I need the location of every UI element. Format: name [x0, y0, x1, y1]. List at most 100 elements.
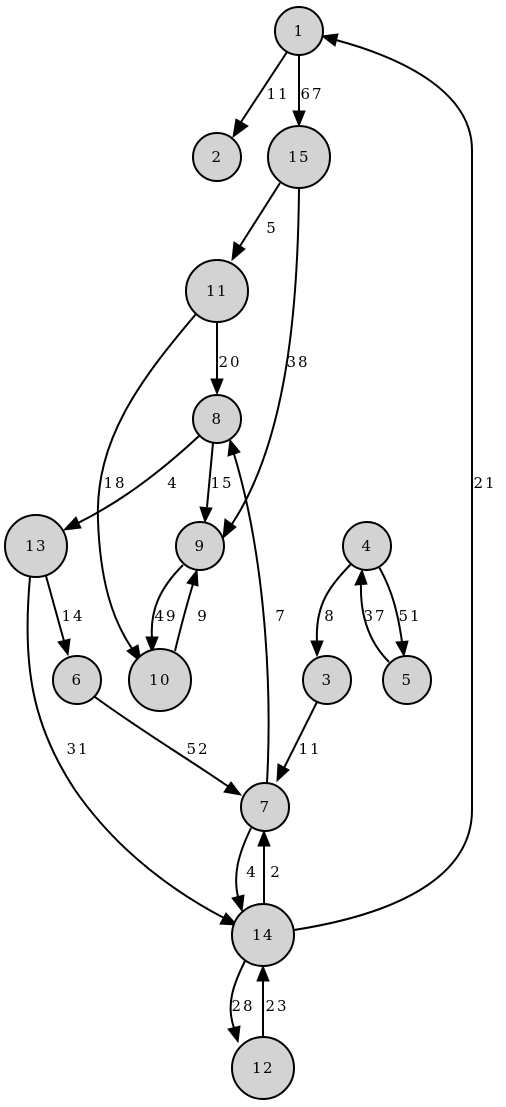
- node-label: 6: [71, 671, 82, 689]
- node-label: 15: [288, 148, 310, 166]
- node-circle: [342, 521, 392, 571]
- edge-15-to-9: [222, 187, 300, 540]
- edge-6-to-7: [94, 696, 243, 796]
- node-5: 5: [382, 655, 432, 705]
- edge-line: [206, 442, 214, 508]
- node-label: 12: [252, 1059, 274, 1077]
- edge-line: [96, 313, 197, 651]
- edge-weight-label: 51: [398, 607, 421, 625]
- arrowhead-icon: [292, 110, 306, 128]
- edge-4-to-3: [310, 563, 352, 658]
- node-14: 14: [231, 903, 295, 967]
- arrowhead-icon: [256, 964, 270, 982]
- edge-13-to-14: [26, 576, 239, 926]
- edge-7-to-8: [227, 438, 270, 784]
- node-4: 4: [342, 521, 392, 571]
- edge-line: [231, 187, 300, 525]
- edge-weight-label: 14: [61, 607, 84, 625]
- node-label: 3: [321, 671, 332, 689]
- edge-weight-label: 4: [167, 474, 179, 492]
- arrowhead-icon: [223, 781, 243, 796]
- edge-weight-label: 9: [197, 607, 209, 625]
- arrowhead-icon: [57, 638, 71, 657]
- edge-line: [239, 182, 281, 247]
- edge-line: [315, 563, 352, 643]
- node-label: 9: [194, 537, 205, 555]
- node-label: 7: [259, 798, 270, 816]
- arrowhead-icon: [222, 518, 237, 540]
- arrowhead-icon: [227, 1025, 241, 1044]
- node-circle: [231, 903, 295, 967]
- edge-13-to-6: [45, 575, 71, 657]
- edge-weight-label: 28: [231, 997, 254, 1015]
- edge-weight-label: 37: [363, 607, 386, 625]
- edge-weight-label: 15: [210, 474, 233, 492]
- edge-14-to-7: [257, 829, 271, 904]
- edge-1-to-15: [292, 55, 306, 128]
- edge-weight-label: 31: [66, 740, 89, 758]
- edge-line: [378, 566, 403, 643]
- node-label: 14: [252, 926, 274, 944]
- arrowhead-icon: [232, 118, 249, 139]
- edge-weight-label: 49: [154, 607, 177, 625]
- edge-line: [293, 39, 473, 931]
- node-6: 6: [52, 655, 102, 705]
- arrowhead-icon: [231, 894, 245, 913]
- node-circle: [185, 259, 249, 323]
- node-12: 12: [231, 1036, 295, 1100]
- node-3: 3: [302, 655, 352, 705]
- node-label: 11: [206, 282, 228, 300]
- edge-4-to-5: [378, 566, 409, 658]
- node-circle: [192, 132, 242, 182]
- node-circle: [52, 655, 102, 705]
- edge-1-to-2: [232, 51, 288, 139]
- node-15: 15: [267, 125, 331, 189]
- node-10: 10: [128, 648, 192, 712]
- edges-layer: [26, 33, 473, 1044]
- node-11: 11: [185, 259, 249, 323]
- node-circle: [274, 6, 324, 56]
- edge-weight-label: 18: [103, 474, 126, 492]
- node-circle: [382, 655, 432, 705]
- arrowhead-icon: [395, 640, 409, 658]
- node-label: 13: [25, 537, 47, 555]
- node-circle: [192, 394, 242, 444]
- node-circle: [128, 648, 192, 712]
- arrowhead-icon: [354, 568, 368, 586]
- node-label: 2: [211, 148, 222, 166]
- edge-11-to-8: [210, 322, 224, 396]
- node-label: 4: [361, 537, 372, 555]
- edge-line: [233, 453, 270, 784]
- node-circle: [4, 514, 68, 578]
- edge-14-to-12: [227, 960, 246, 1044]
- arrowhead-icon: [219, 912, 239, 926]
- node-label: 5: [401, 671, 412, 689]
- arrowhead-icon: [210, 378, 224, 396]
- edge-9-to-10: [145, 564, 184, 654]
- edge-14-to-1: [293, 33, 473, 931]
- arrowhead-icon: [310, 640, 324, 658]
- node-circle: [240, 782, 290, 832]
- node-label: 8: [211, 410, 222, 428]
- node-circle: [267, 125, 331, 189]
- edge-line: [77, 435, 200, 524]
- arrowhead-icon: [227, 438, 241, 457]
- edge-5-to-4: [354, 568, 390, 663]
- node-label: 10: [149, 671, 171, 689]
- edge-7-to-14: [231, 827, 252, 913]
- arrowhead-icon: [276, 763, 290, 783]
- node-label: 1: [293, 22, 304, 40]
- arrowhead-icon: [62, 516, 82, 531]
- edge-10-to-9: [174, 568, 199, 652]
- node-circle: [302, 655, 352, 705]
- edge-line: [174, 583, 194, 652]
- arrowhead-icon: [186, 568, 199, 587]
- edge-weight-label: 11: [266, 85, 289, 103]
- edge-line: [150, 564, 184, 639]
- node-8: 8: [192, 394, 242, 444]
- edge-weight-label: 20: [218, 353, 241, 371]
- edge-12-to-14: [256, 964, 270, 1037]
